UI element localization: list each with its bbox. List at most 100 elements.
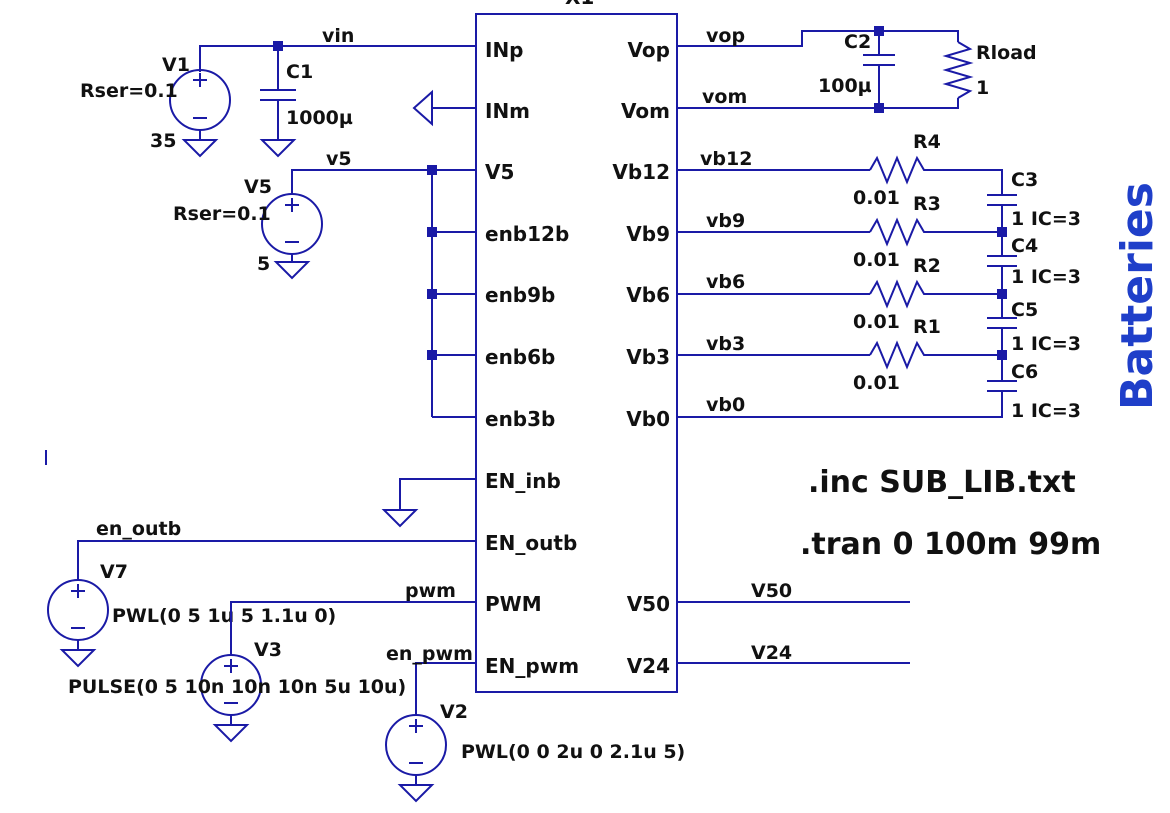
ground-icon — [273, 261, 311, 280]
pin-vom: Vom — [621, 99, 670, 123]
net-label-vb3: vb3 — [706, 333, 745, 355]
net-label-pwm: pwm — [405, 580, 456, 602]
v1-value: 35 — [150, 130, 176, 152]
en-inb-ground[interactable] — [381, 478, 476, 528]
c4-name: C4 — [1011, 235, 1038, 257]
wire-vb12[interactable] — [677, 169, 1003, 195]
c2-name: C2 — [844, 31, 871, 53]
pin-vb9: Vb9 — [626, 222, 670, 246]
v5-source[interactable] — [261, 193, 323, 280]
v3-source[interactable] — [200, 654, 262, 743]
v3-value: PULSE(0 5 10n 10n 10n 5u 10u) — [68, 676, 406, 698]
wire-vop[interactable] — [677, 26, 959, 55]
c6-name: C6 — [1011, 361, 1038, 383]
r2-name: R2 — [913, 255, 941, 277]
pin-enb9b: enb9b — [485, 283, 555, 307]
c5-name: C5 — [1011, 299, 1038, 321]
r3-name: R3 — [913, 193, 941, 215]
v1-name: V1 — [162, 54, 190, 76]
c5-value: 1 IC=3 — [1011, 333, 1081, 355]
pin-en-inb: EN_inb — [485, 469, 561, 493]
batteries-label: Batteries — [1112, 182, 1163, 410]
c3-value: 1 IC=3 — [1011, 208, 1081, 230]
ground-icon — [412, 89, 433, 127]
v2-source[interactable] — [385, 714, 447, 803]
wire-vom[interactable] — [677, 65, 959, 113]
directive-inc[interactable]: .inc SUB_LIB.txt — [808, 465, 1076, 500]
c1-capacitor[interactable] — [259, 89, 297, 158]
wire-en-pwm[interactable] — [415, 662, 476, 715]
pin-inm: INm — [485, 99, 530, 123]
pin-en-pwm: EN_pwm — [485, 654, 579, 678]
v1-rser: Rser=0.1 — [80, 80, 178, 102]
r2-value: 0.01 — [853, 311, 900, 333]
c1-name: C1 — [286, 61, 313, 83]
wire-v5[interactable] — [291, 165, 476, 418]
v5-name: V5 — [244, 176, 272, 198]
v7-value: PWL(0 5 1u 5 1.1u 0) — [112, 605, 336, 627]
ground-icon — [181, 139, 219, 158]
inm-ground[interactable] — [412, 89, 476, 127]
block-name: X1 — [565, 0, 594, 9]
c4-capacitor[interactable] — [987, 255, 1017, 318]
net-label-v24: V24 — [751, 642, 792, 664]
ground-icon — [212, 724, 250, 743]
r2-resistor[interactable] — [869, 279, 930, 309]
c6-capacitor[interactable] — [987, 380, 1017, 392]
wire-vin[interactable] — [199, 41, 476, 90]
pin-inp: INp — [485, 38, 524, 62]
pin-v5: V5 — [485, 160, 514, 184]
pin-vb12: Vb12 — [612, 160, 670, 184]
r4-resistor[interactable] — [869, 155, 930, 185]
wire-pwm[interactable] — [230, 601, 476, 655]
v5-value: 5 — [257, 253, 270, 275]
net-label-vom: vom — [702, 86, 747, 108]
c1-value: 1000µ — [286, 107, 353, 129]
v2-name: V2 — [440, 701, 468, 723]
pin-pwm: PWM — [485, 592, 542, 616]
v2-value: PWL(0 0 2u 0 2.1u 5) — [461, 741, 685, 763]
r1-name: R1 — [913, 316, 941, 338]
directive-tran[interactable]: .tran 0 100m 99m — [800, 527, 1101, 562]
c3-name: C3 — [1011, 169, 1038, 191]
pin-vb0: Vb0 — [626, 407, 670, 431]
r4-value: 0.01 — [853, 187, 900, 209]
v7-source[interactable] — [47, 579, 109, 668]
net-label-vin: vin — [322, 25, 354, 47]
wire-en-outb[interactable] — [77, 540, 476, 580]
rload-resistor[interactable] — [942, 41, 974, 99]
pin-vop: Vop — [628, 38, 670, 62]
c4-value: 1 IC=3 — [1011, 266, 1081, 288]
net-label-v5: v5 — [326, 148, 352, 170]
r1-resistor[interactable] — [869, 340, 930, 370]
net-label-vb0: vb0 — [706, 394, 745, 416]
v5-rser: Rser=0.1 — [173, 203, 271, 225]
ground-icon — [397, 784, 435, 803]
r3-resistor[interactable] — [869, 217, 930, 247]
net-label-v50: V50 — [751, 580, 792, 602]
net-label-vb12: vb12 — [700, 148, 752, 170]
pin-enb12b: enb12b — [485, 222, 569, 246]
pin-vb6: Vb6 — [626, 283, 670, 307]
ground-icon — [59, 649, 97, 668]
c2-capacitor[interactable] — [863, 54, 895, 66]
r4-name: R4 — [913, 131, 941, 153]
net-label-en-pwm: en_pwm — [386, 643, 473, 665]
v1-source[interactable] — [169, 69, 231, 158]
pin-enb3b: enb3b — [485, 407, 555, 431]
r3-value: 0.01 — [853, 249, 900, 271]
v3-name: V3 — [254, 639, 282, 661]
net-label-vb6: vb6 — [706, 271, 745, 293]
pin-enb6b: enb6b — [485, 345, 555, 369]
c3-capacitor[interactable] — [987, 194, 1017, 256]
pin-v50: V50 — [627, 592, 670, 616]
pin-vb3: Vb3 — [626, 345, 670, 369]
wire-vb0[interactable] — [677, 392, 1003, 418]
rload-value: 1 — [976, 77, 989, 99]
c5-capacitor[interactable] — [987, 317, 1017, 381]
subcircuit-block[interactable]: X1 — [475, 0, 678, 693]
ground-icon — [381, 509, 419, 528]
net-label-en-outb: en_outb — [96, 518, 181, 540]
c2-value: 100µ — [818, 75, 872, 97]
